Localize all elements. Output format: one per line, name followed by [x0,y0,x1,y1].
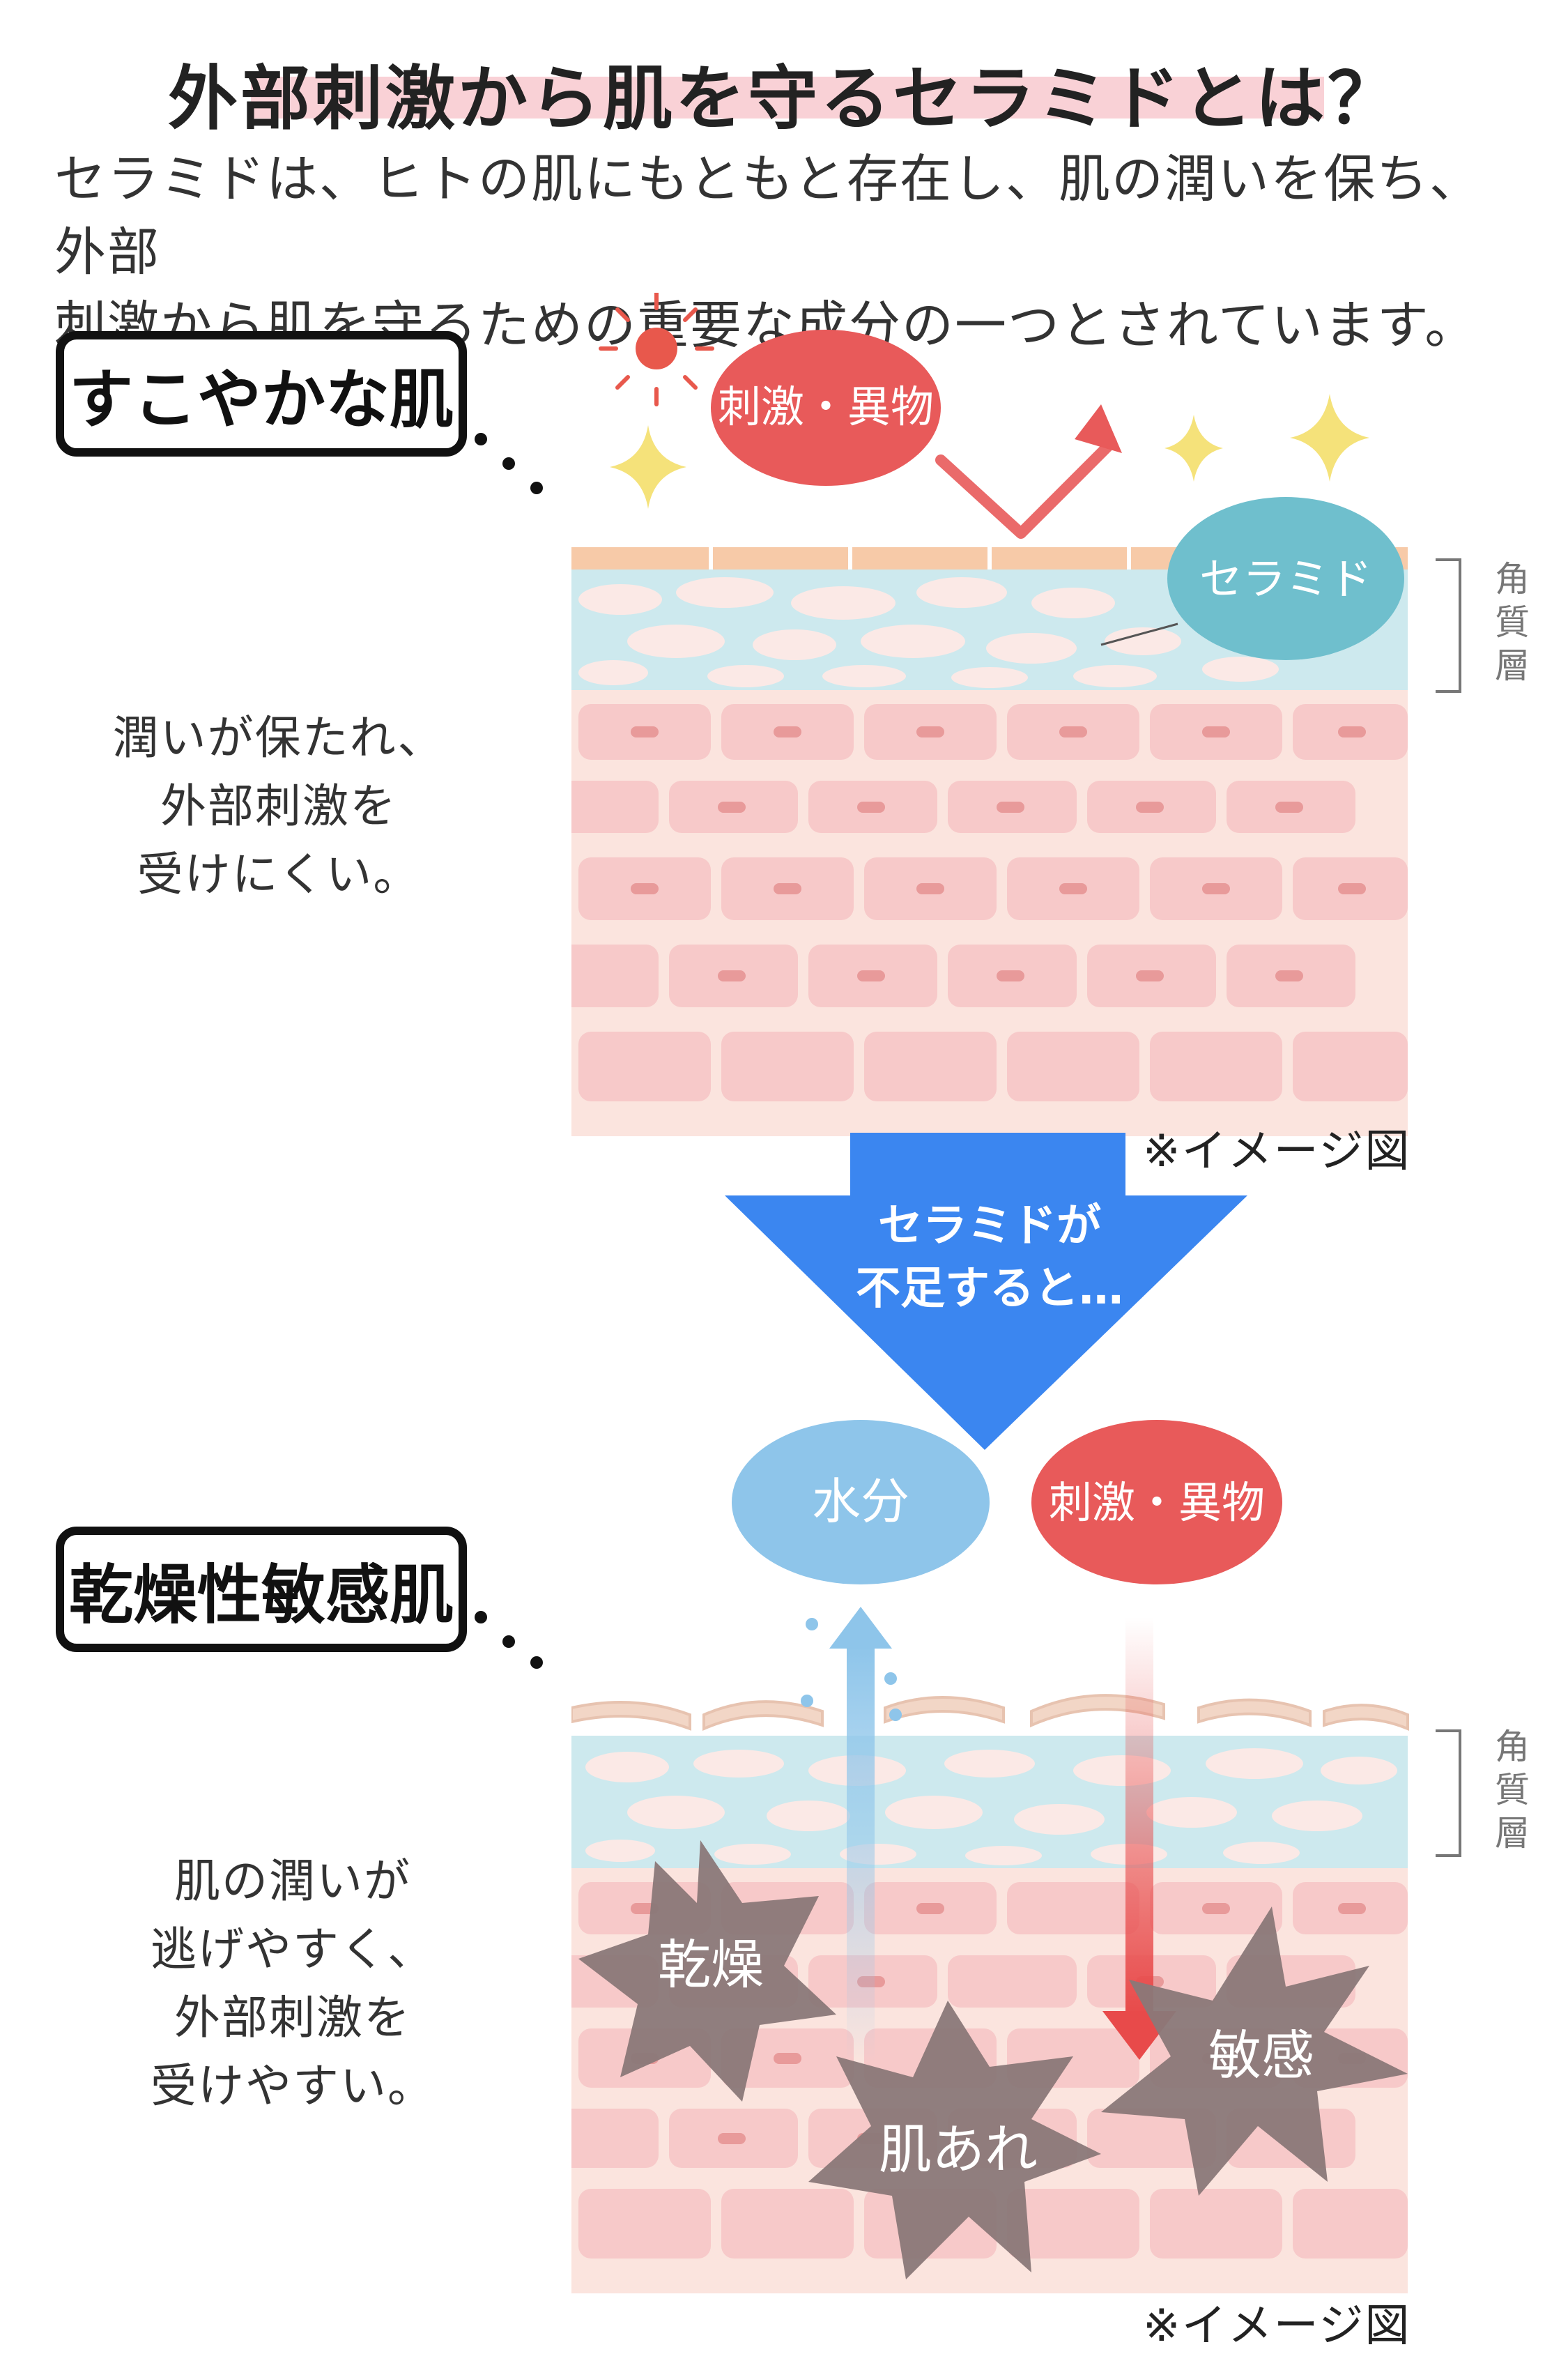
dry-desc-line-4: 受けやすい。 [151,2059,435,2113]
deflect-arrow [935,404,1122,539]
healthy-desc-line-3: 受けにくい。 [137,848,421,901]
healthy-dots [475,433,543,494]
healthy-skin-layers [571,547,1408,1136]
healthy-desc-line-2: 外部刺激を [160,779,397,833]
image-note: ※イメージ図 [1143,1126,1411,1177]
stratum-label: 角 質 層 [1495,559,1530,686]
ceramide-oval [1167,497,1404,660]
sparkle-icon [1165,415,1223,482]
dry-desc-line-3: 外部刺激を [174,1991,411,2045]
burst-roughness: 肌あれ [808,2001,1101,2279]
water-escape-arrow [801,1607,902,2063]
stratum-bracket [1436,558,1461,693]
down-arrow: セラミドが 不足すると… [725,1133,1247,1450]
sparkle-icon [610,425,686,509]
healthy-desc-line-1: 潤いが保たれ、 [112,711,445,765]
irritant-label: 刺激・異物 [1049,1477,1265,1528]
water-label: 水分 [812,1473,909,1530]
title-highlight [251,77,1324,119]
healthy-skin-label: すこやかな肌 [56,331,467,457]
dry-dots [475,1611,543,1669]
burst-dryness-label: 乾燥 [658,1934,764,1996]
water-oval [732,1420,990,1584]
sparkle-icon [1290,394,1369,482]
dry-skin-diagram: 水分 刺激・異物 [571,1420,1409,2293]
arrow-text-1: セラミドが [878,1200,1101,1252]
irritant-label: 刺激・異物 [718,381,934,432]
page-title: 外部刺激から肌を守るセラミドとは？ [168,58,1400,139]
burst-roughness-label: 肌あれ [879,2118,1038,2180]
stratum-bracket [1436,1729,1461,1857]
dry-skin-label: 乾燥性敏感肌 [56,1527,467,1652]
dry-desc-line-2: 逃げやすく、 [151,1923,435,1976]
irritant-oval [711,330,941,486]
intro-line-1: セラミドは、ヒトの肌にもともと存在し、肌の潤いを保ち、外部 [54,149,1483,282]
dry-desc-line-1: 肌の潤いが [174,1854,411,1908]
healthy-skin-diagram: 刺激・異物 [571,293,1408,1136]
ceramide-label: セラミド [1199,553,1372,604]
arrow-text-2: 不足すると… [856,1263,1123,1315]
burst-dryness: 乾燥 [578,1840,836,2102]
stratum-label: 角 質 層 [1495,1727,1530,1854]
burst-sensitivity: 敏感 [1101,1906,1408,2196]
sun-icon [599,293,714,406]
healthy-description: 潤いが保たれ、 外部刺激を 受けにくい。 [56,704,502,909]
irritant-oval [1031,1420,1282,1584]
image-note: ※イメージ図 [1143,2300,1411,2352]
burst-sensitivity-label: 敏感 [1208,2024,1314,2086]
dry-description: 肌の潤いが 逃げやすく、 外部刺激を 受けやすい。 [56,1847,530,2120]
